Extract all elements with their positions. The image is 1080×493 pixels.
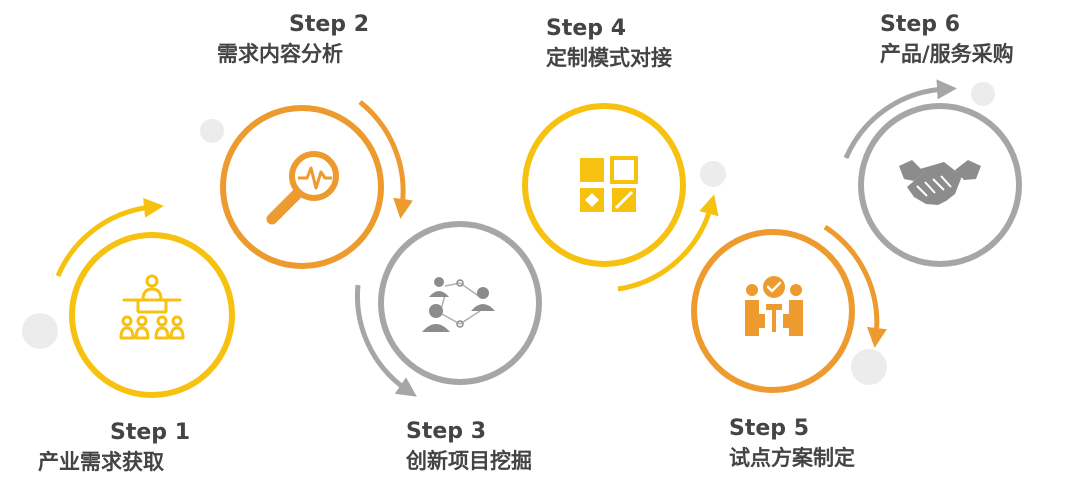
step-4-node bbox=[522, 103, 719, 292]
step-3-ring bbox=[378, 221, 542, 385]
step-4-number: Step 4 bbox=[546, 16, 626, 41]
step-4-name: 定制模式对接 bbox=[546, 46, 672, 70]
step-5-number: Step 5 bbox=[729, 416, 809, 441]
decor-dot bbox=[971, 82, 995, 106]
decor-dot bbox=[700, 161, 726, 187]
people-network-icon bbox=[422, 277, 495, 332]
step-3-number: Step 3 bbox=[406, 419, 486, 444]
magnifier-pulse-icon bbox=[266, 151, 339, 225]
step-3-label: Step 3 创新项目挖掘 bbox=[406, 421, 532, 472]
step-6-number: Step 6 bbox=[880, 12, 960, 37]
step-6-label: Step 6 产品/服务采购 bbox=[880, 14, 1014, 65]
step-2-name: 需求内容分析 bbox=[217, 42, 343, 66]
decor-dot bbox=[851, 349, 887, 385]
step-3-node bbox=[354, 221, 542, 397]
step-4-label: Step 4 定制模式对接 bbox=[546, 18, 672, 69]
step-4-arrow bbox=[617, 194, 719, 292]
step-3-name: 创新项目挖掘 bbox=[406, 449, 532, 473]
step-6-node bbox=[843, 79, 1022, 267]
step-1-number: Step 1 bbox=[110, 420, 190, 445]
step-4-ring bbox=[522, 103, 686, 267]
meeting-check-icon bbox=[745, 276, 803, 336]
step-5-node bbox=[691, 224, 887, 393]
handshake-icon bbox=[899, 160, 981, 205]
step-2-ring bbox=[220, 105, 384, 269]
step-1-node bbox=[55, 197, 235, 398]
step-2-label: Step 2 需求内容分析 bbox=[217, 14, 369, 65]
step-6-arrow bbox=[843, 79, 957, 159]
step-2-arrow bbox=[358, 100, 414, 219]
decor-dot bbox=[22, 313, 58, 349]
step-1-name: 产业需求获取 bbox=[38, 450, 164, 474]
step-1-label: Step 1 产业需求获取 bbox=[38, 422, 190, 473]
step-5-arrow bbox=[823, 224, 887, 348]
step-1-arrow bbox=[55, 197, 164, 277]
grid-blocks-icon bbox=[580, 156, 638, 212]
step-2-node bbox=[220, 100, 414, 269]
step-5-name: 试点方案制定 bbox=[729, 446, 855, 470]
decor-dot bbox=[200, 119, 224, 143]
step-2-number: Step 2 bbox=[289, 12, 369, 37]
step-3-arrow bbox=[354, 284, 417, 397]
step-6-name: 产品/服务采购 bbox=[880, 42, 1014, 66]
audience-speaker-icon bbox=[119, 274, 185, 340]
step-5-label: Step 5 试点方案制定 bbox=[729, 418, 855, 469]
step-1-ring bbox=[69, 232, 235, 398]
